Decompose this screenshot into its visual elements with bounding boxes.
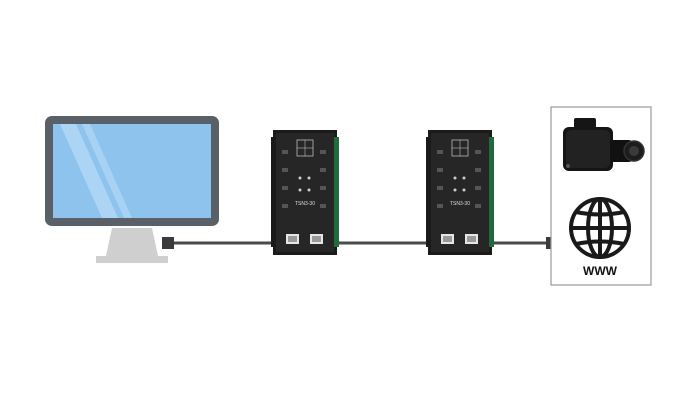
- industrial-camera-icon: [563, 118, 645, 171]
- cable-connector-left: [162, 237, 174, 249]
- switch-label: TSN3-30: [295, 201, 315, 207]
- globe-icon: [569, 197, 631, 259]
- desktop-monitor-icon: [45, 116, 219, 263]
- network-switch-2: TSN3-30: [426, 130, 494, 255]
- switch-label: TSN3-30: [450, 201, 470, 207]
- www-label: WWW: [583, 264, 618, 278]
- endpoint-box: WWW: [550, 106, 652, 286]
- network-switch-1: TSN3-30: [271, 130, 339, 255]
